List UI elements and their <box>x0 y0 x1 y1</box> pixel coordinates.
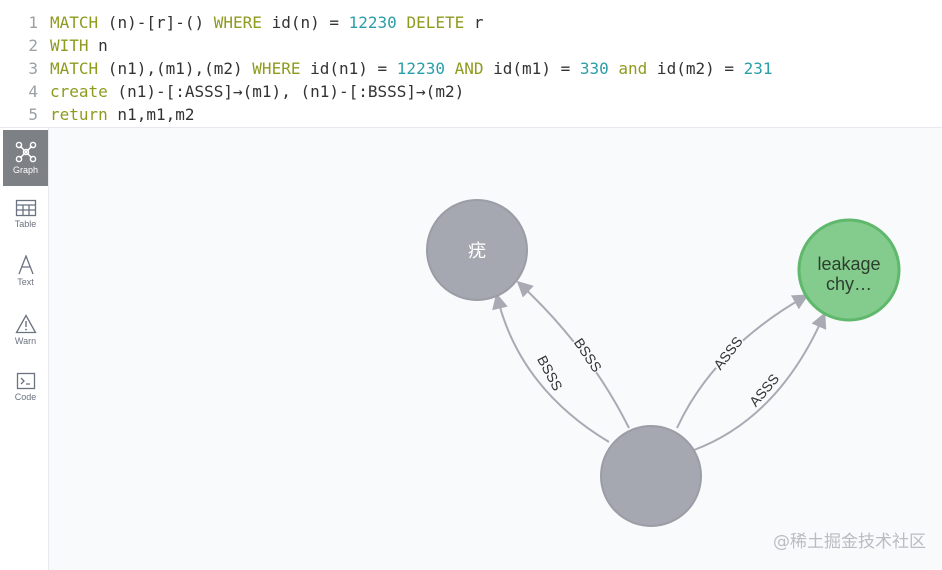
code-token: id(m1) = <box>483 59 580 78</box>
line-number: 3 <box>28 59 38 78</box>
code-token: id(m2) = <box>647 59 744 78</box>
graph-visualization: BSSS BSSS ASSS ASSS 疣 leakage chy… <box>426 199 901 527</box>
text-view-button[interactable]: Text <box>3 243 48 299</box>
graph-node[interactable] <box>797 218 901 322</box>
text-icon <box>17 255 34 275</box>
code-token: 330 <box>579 59 609 78</box>
relationship-bsss-2[interactable] <box>516 280 630 429</box>
code-token: MATCH <box>50 13 99 32</box>
graph-node[interactable] <box>600 425 702 527</box>
code-token: return <box>50 105 108 124</box>
code-token: (n1),(m1),(m2) <box>98 59 253 78</box>
code-view-label: Code <box>14 392 37 402</box>
code-view-button[interactable]: Code <box>3 359 48 415</box>
graph-node[interactable] <box>426 199 528 301</box>
code-token: AND <box>454 59 484 78</box>
table-view-label: Table <box>14 219 37 229</box>
watermark: @稀土掘金技术社区 <box>773 532 926 552</box>
table-view-button[interactable]: Table <box>3 186 48 242</box>
code-token <box>609 59 619 78</box>
code-token: n <box>88 36 108 55</box>
node-label: leakage <box>817 254 880 274</box>
warn-view-label: Warn <box>14 336 37 346</box>
line-number: 1 <box>28 13 38 32</box>
code-line: 3 MATCH (n1),(m1),(m2) WHERE id(n1) = 122… <box>0 57 773 80</box>
code-token: id(n) = <box>261 13 349 32</box>
code-token: (n)-[r]-() <box>98 13 214 32</box>
code-token: n1,m1,m2 <box>107 105 195 124</box>
line-number: 5 <box>28 105 38 124</box>
code-token: (n1)-[:ASSS]→(m1), (n1)-[:BSSS]→(m2) <box>107 82 465 101</box>
line-number: 2 <box>28 36 38 55</box>
code-token: and <box>618 59 648 78</box>
code-icon <box>16 372 35 390</box>
graph-canvas[interactable]: BSSS BSSS ASSS ASSS 疣 leakage chy… @稀土掘金… <box>49 128 942 570</box>
code-token: id(n1) = <box>300 59 397 78</box>
table-icon <box>15 199 36 217</box>
relationship-asss-2[interactable] <box>693 312 827 451</box>
code-token: MATCH <box>50 59 99 78</box>
relationship-asss-1[interactable] <box>676 294 809 429</box>
relationship-label: BSSS <box>571 335 605 375</box>
node-label: 疣 <box>468 241 486 261</box>
code-token <box>445 59 455 78</box>
code-token: WHERE <box>213 13 262 32</box>
code-token: 231 <box>743 59 773 78</box>
code-line: 4 create (n1)-[:ASSS]→(m1), (n1)-[:BSSS]→… <box>0 80 464 103</box>
code-token: DELETE <box>406 13 465 32</box>
code-token <box>397 13 407 32</box>
graph-view-label: Graph <box>12 165 38 175</box>
code-line: 5 return n1,m1,m2 <box>0 103 195 126</box>
text-view-label: Text <box>17 277 34 287</box>
code-token: create <box>50 82 108 101</box>
code-token: 12230 <box>348 13 397 32</box>
code-token: 12230 <box>396 59 445 78</box>
warn-view-button[interactable]: Warn <box>3 302 48 358</box>
code-line: 2 WITH n <box>0 34 108 57</box>
result-view-sidebar: Graph Table Text Warn Code <box>0 128 49 570</box>
warn-icon <box>14 314 37 334</box>
relationship-label: ASSS <box>746 371 782 410</box>
relationship-label: BSSS <box>534 353 566 393</box>
graph-view-button[interactable]: Graph <box>3 130 48 186</box>
code-token: WITH <box>50 36 89 55</box>
relationship-bsss-1[interactable] <box>492 292 610 443</box>
code-line: 1 MATCH (n)-[r]-() WHERE id(n) = 12230 DE… <box>0 11 484 34</box>
line-number: 4 <box>28 82 38 101</box>
code-token: WHERE <box>252 59 301 78</box>
graph-icon <box>15 141 36 163</box>
node-label: chy… <box>826 274 872 294</box>
relationship-label: ASSS <box>710 333 746 372</box>
code-token: r <box>464 13 484 32</box>
